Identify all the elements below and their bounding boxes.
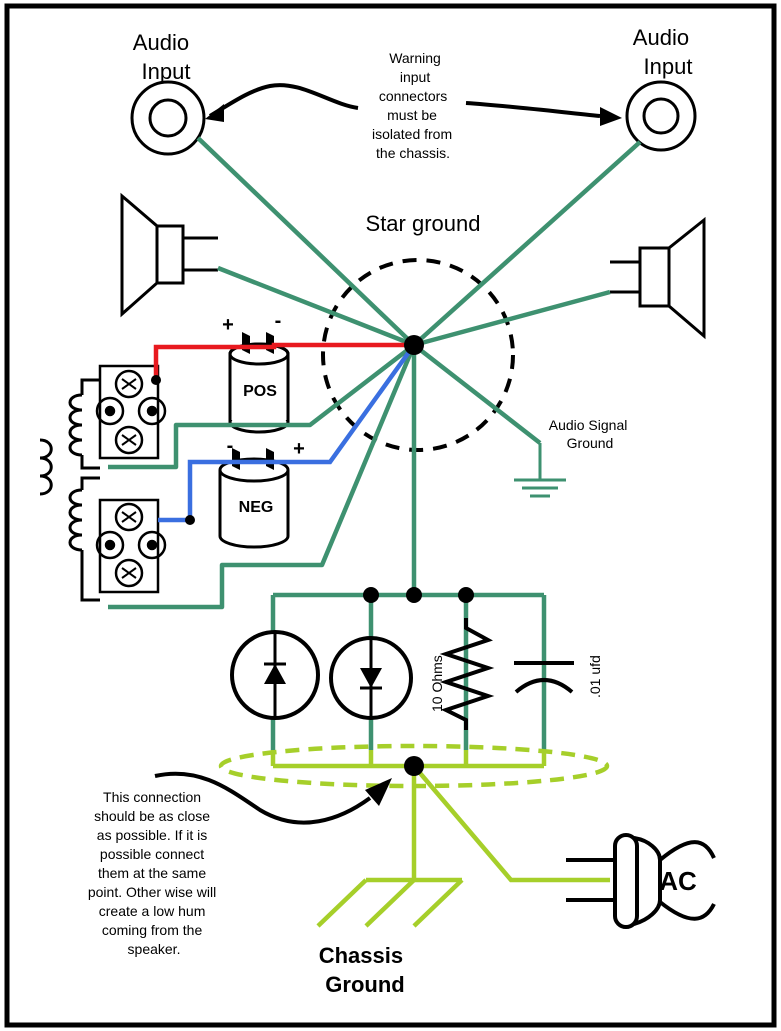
note-arrow bbox=[154, 771, 392, 825]
pos-cap-minus-sign: - bbox=[275, 310, 282, 332]
audio-input-jack-left bbox=[130, 80, 206, 156]
negative-wire bbox=[158, 343, 416, 523]
tube-socket-lower-icon bbox=[95, 498, 167, 594]
capacitor-value-label: .01 ufd bbox=[587, 655, 603, 698]
transformer-winding-icon bbox=[39, 378, 100, 602]
neg-cap-plus-sign: + bbox=[293, 438, 305, 460]
chassis-wires bbox=[270, 750, 610, 928]
speaker-right-icon bbox=[610, 216, 706, 340]
warning-label: Warning bbox=[389, 50, 441, 66]
chassis-ground-label: Chassis Ground bbox=[319, 943, 410, 997]
warning-arrow-left bbox=[205, 83, 359, 122]
junction-dots bbox=[151, 335, 474, 776]
audio-input-jack-right bbox=[625, 80, 697, 152]
chassis-connection-zone bbox=[218, 743, 610, 789]
tube-socket-upper-icon bbox=[95, 364, 167, 460]
diode-2-icon bbox=[329, 636, 413, 720]
audio-signal-ground-symbol bbox=[514, 443, 566, 498]
star-ground-label: Star ground bbox=[366, 211, 481, 236]
audio-input-right-label: Audio Input bbox=[633, 25, 695, 79]
ac-plug-icon bbox=[566, 833, 716, 929]
positive-wire bbox=[153, 342, 414, 384]
neg-capacitor-icon bbox=[218, 448, 290, 549]
audio-signal-ground-label: Audio Signal Ground bbox=[549, 417, 632, 451]
capacitor-icon bbox=[514, 661, 574, 694]
diode-1-icon bbox=[230, 630, 320, 720]
ac-label: AC bbox=[659, 866, 697, 896]
neg-capacitor-label: NEG bbox=[239, 499, 274, 516]
resistor-icon bbox=[439, 618, 495, 730]
pos-capacitor-label: POS bbox=[243, 383, 277, 400]
pos-cap-plus-sign: + bbox=[222, 314, 234, 336]
note-text: This connection should be as close as po… bbox=[88, 789, 220, 957]
warning-text: input connectors must be isolated from t… bbox=[372, 69, 456, 161]
star-ground-zone bbox=[321, 258, 515, 452]
neg-cap-minus-sign: - bbox=[227, 435, 234, 457]
speaker-left-icon bbox=[120, 192, 218, 318]
warning-arrow-right bbox=[465, 101, 622, 126]
audio-input-left-label: Audio Input bbox=[133, 30, 195, 84]
frame-border bbox=[4, 3, 777, 1028]
resistor-value-label: 10 Ohms bbox=[429, 655, 445, 712]
